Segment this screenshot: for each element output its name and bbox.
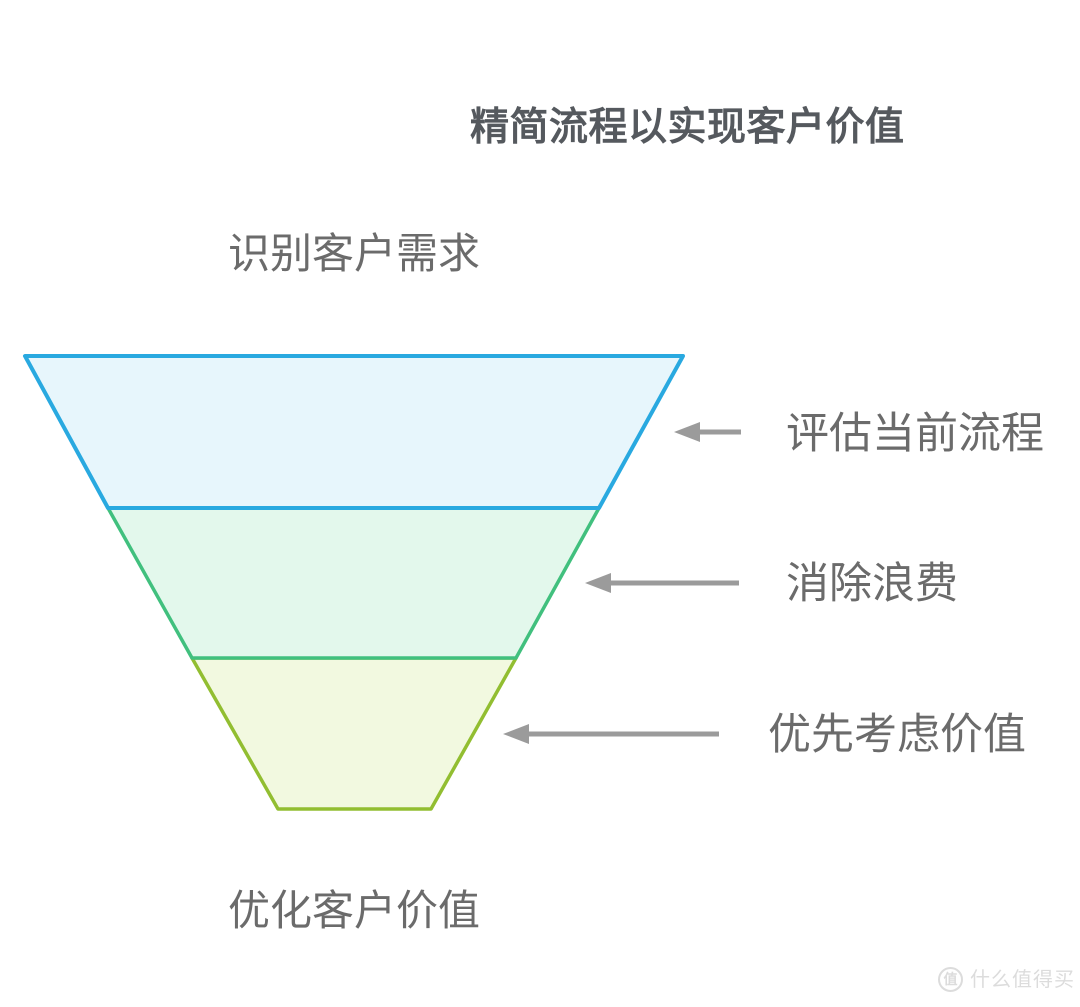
arrow-head-icon <box>503 724 529 744</box>
tier-label-prioritize-value: 优先考虑价值 <box>768 711 1026 759</box>
funnel-tier-prioritize-value <box>190 656 518 811</box>
funnel-input-label: 识别客户需求 <box>228 230 481 277</box>
smzdm-logo-icon: 值 <box>938 967 963 992</box>
funnel-output-label: 优化客户价值 <box>228 887 481 934</box>
arrow-head-icon <box>585 573 611 593</box>
arrow-eliminate-waste <box>585 573 739 593</box>
arrow-evaluate-current-process <box>674 422 741 442</box>
arrow-prioritize-value <box>503 724 719 744</box>
arrow-head-icon <box>674 422 700 442</box>
tier-label-evaluate-current-process: 评估当前流程 <box>786 410 1044 458</box>
tier-label-eliminate-waste: 消除浪费 <box>786 560 958 608</box>
funnel-tier-evaluate-current-process <box>23 354 685 510</box>
diagram-title: 精简流程以实现客户价值 <box>470 106 905 149</box>
watermark-text: 什么值得买 <box>970 968 1075 991</box>
watermark: 值 什么值得买 <box>938 967 1075 992</box>
funnel-tier-eliminate-waste <box>106 506 601 660</box>
